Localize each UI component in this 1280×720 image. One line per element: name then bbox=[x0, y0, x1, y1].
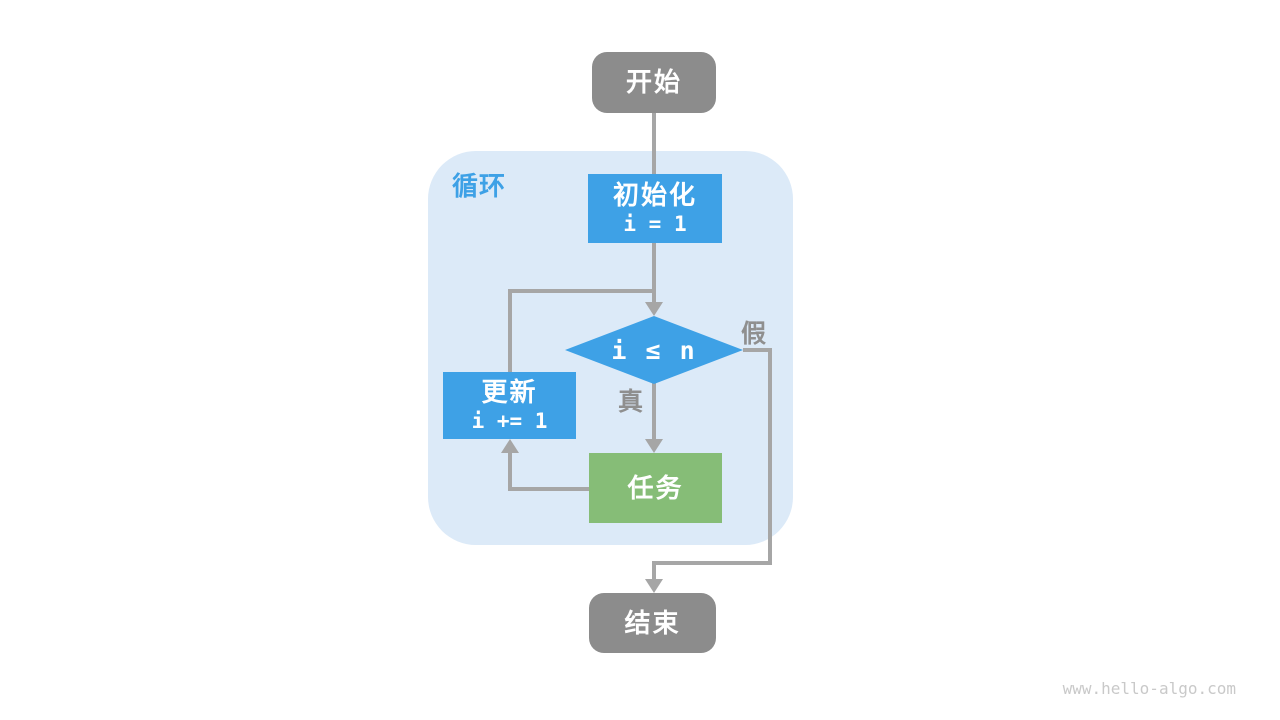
edge-false-branch-vertical bbox=[768, 348, 772, 565]
loop-container-label: 循环 bbox=[452, 171, 507, 201]
edge-loopback-horizontal bbox=[508, 289, 656, 293]
edge-task-to-update-vertical bbox=[508, 452, 512, 491]
node-init-label: 初始化 bbox=[612, 179, 697, 210]
edge-false-branch-bottom bbox=[652, 561, 772, 565]
edge-label-true: 真 bbox=[618, 388, 644, 416]
node-condition-label: i ≤ n bbox=[611, 335, 697, 365]
arrowhead-into-end-icon bbox=[645, 579, 663, 593]
arrowhead-into-task-icon bbox=[645, 439, 663, 453]
edge-start-to-init bbox=[652, 113, 656, 175]
node-init-code: i = 1 bbox=[623, 212, 687, 237]
edge-condition-to-task bbox=[652, 383, 656, 441]
node-start: 开始 bbox=[592, 52, 716, 113]
edge-false-branch-top bbox=[743, 348, 772, 352]
node-task: 任务 bbox=[589, 453, 722, 523]
node-update-code: i += 1 bbox=[471, 409, 548, 434]
edge-label-false: 假 bbox=[741, 320, 767, 348]
edge-init-to-condition bbox=[652, 243, 656, 304]
arrowhead-into-condition-icon bbox=[645, 302, 663, 316]
node-update: 更新 i += 1 bbox=[443, 372, 576, 439]
node-init: 初始化 i = 1 bbox=[588, 174, 722, 243]
node-start-label: 开始 bbox=[625, 67, 682, 98]
edge-task-to-update-horizontal bbox=[508, 487, 593, 491]
edge-loopback-vertical bbox=[508, 289, 512, 372]
edge-into-end bbox=[652, 561, 656, 581]
node-end-label: 结束 bbox=[624, 607, 681, 638]
node-task-label: 任务 bbox=[627, 472, 684, 503]
watermark-text: www.hello-algo.com bbox=[1062, 679, 1236, 698]
node-end: 结束 bbox=[589, 593, 716, 653]
node-update-label: 更新 bbox=[481, 376, 538, 407]
arrowhead-into-update-icon bbox=[501, 439, 519, 453]
